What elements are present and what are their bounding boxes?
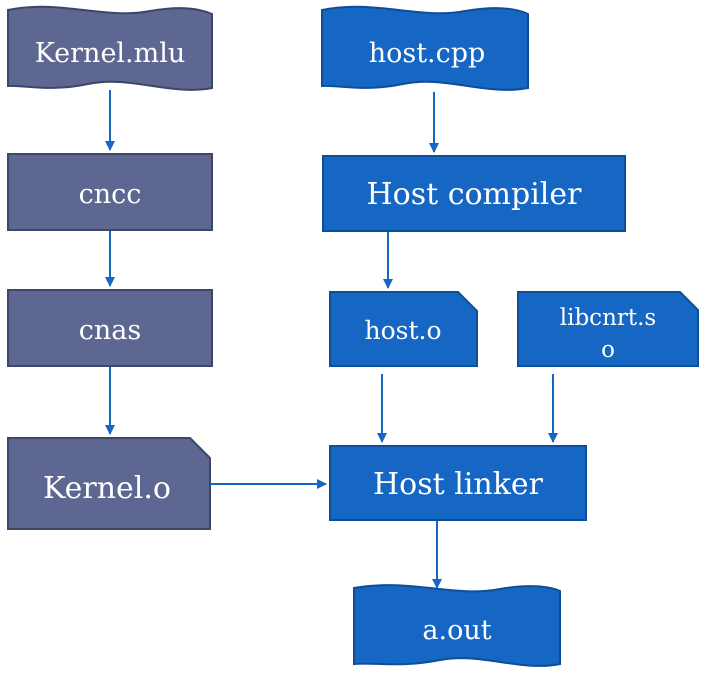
a-out-label: a.out: [422, 615, 491, 646]
cncc-node: cncc: [7, 153, 213, 231]
host-cpp-node: host.cpp: [321, 5, 529, 91]
libcnrt-node: libcnrt.s o: [517, 291, 699, 367]
host-o-label: host.o: [364, 316, 441, 345]
host-compiler-node: Host compiler: [322, 155, 626, 232]
host-compiler-label: Host compiler: [366, 177, 582, 212]
kernel-mlu-label: Kernel.mlu: [35, 38, 186, 69]
host-linker-label: Host linker: [373, 467, 544, 502]
cncc-label: cncc: [79, 179, 142, 210]
host-cpp-label: host.cpp: [369, 38, 486, 69]
host-linker-node: Host linker: [329, 445, 587, 521]
libcnrt-label-line2: o: [601, 337, 615, 363]
kernel-o-node: Kernel.o: [7, 437, 211, 530]
cnas-node: cnas: [7, 289, 213, 367]
cnas-label: cnas: [79, 315, 141, 346]
host-o-node: host.o: [329, 291, 478, 367]
a-out-node: a.out: [353, 584, 561, 667]
kernel-mlu-node: Kernel.mlu: [7, 5, 213, 91]
kernel-o-label: Kernel.o: [43, 471, 171, 506]
libcnrt-label-line1: libcnrt.s: [560, 305, 656, 331]
